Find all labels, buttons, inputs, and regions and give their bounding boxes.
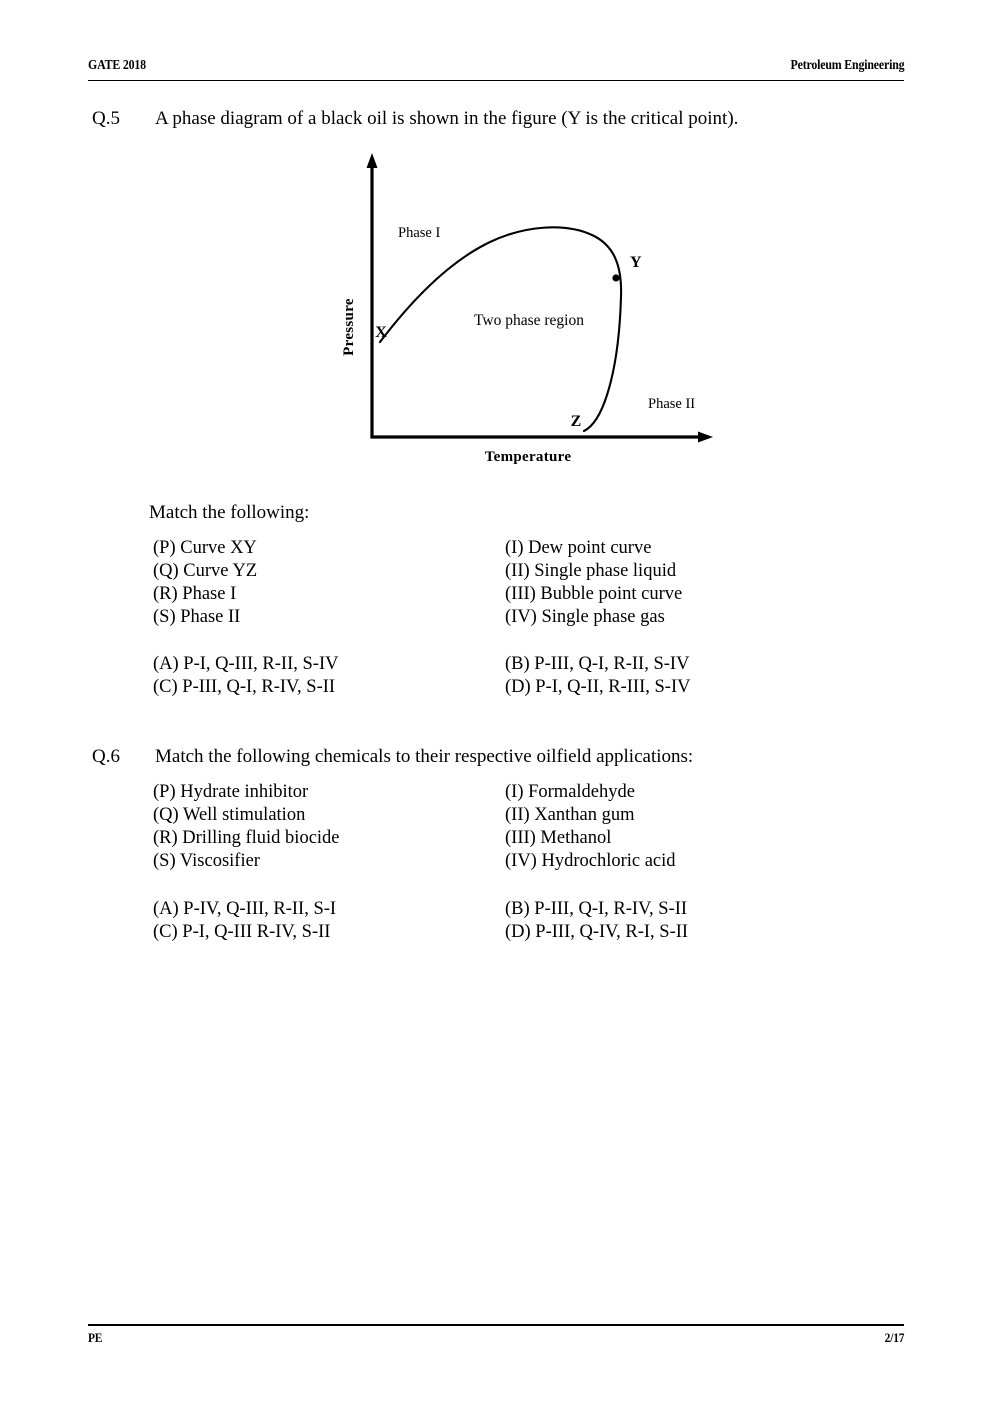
footer-page-number: 2/17 [884,1330,904,1345]
y-axis [366,153,378,437]
question-6-left-column: (P) Hydrate inhibitor (Q) Well stimulati… [153,781,340,873]
list-item: (II) Xanthan gum [505,805,635,825]
phase-one-label: Phase I [398,225,440,241]
phase-envelope-curve [378,226,623,433]
list-item: (IV) Single phase gas [505,607,665,627]
footer-divider [88,1324,904,1326]
question-5-options-right: (B) P-III, Q-I, R-II, S-IV (D) P-I, Q-II… [505,653,690,699]
header-divider [88,80,904,81]
option-a[interactable]: (A) P-IV, Q-III, R-II, S-I [153,899,337,919]
list-item: (III) Methanol [505,828,612,848]
phase-two-label: Phase II [648,396,695,412]
list-item: (Q) Curve YZ [153,561,258,581]
option-c[interactable]: (C) P-I, Q-III R-IV, S-II [153,922,331,942]
y-axis-label: Pressure [341,298,357,356]
header-subject-name: Petroleum Engineering [790,57,904,72]
question-6-heading: Q.6 Match the following chemicals to the… [92,746,693,768]
question-6-right-column: (I) Formaldehyde (II) Xanthan gum (III) … [505,781,676,873]
x-axis-label: Temperature [485,449,572,465]
question-5-number: Q.5 [92,108,120,129]
point-y-label: Y [630,254,642,271]
option-b[interactable]: (B) P-III, Q-I, R-II, S-IV [505,654,690,674]
list-item: (S) Phase II [153,607,241,627]
list-item: (P) Hydrate inhibitor [153,782,309,802]
header-exam-name: GATE 2018 [88,57,146,72]
question-5-right-column: (I) Dew point curve (II) Single phase li… [505,537,682,629]
option-d[interactable]: (D) P-III, Q-IV, R-I, S-II [505,922,689,942]
point-x-label: X [375,324,387,341]
list-item: (P) Curve XY [153,538,257,558]
list-item: (I) Formaldehyde [505,782,635,802]
list-item: (III) Bubble point curve [505,584,683,604]
question-5-match-label: Match the following: [149,502,310,523]
list-item: (I) Dew point curve [505,538,652,558]
point-z-label: Z [571,413,582,430]
question-5-left-column: (P) Curve XY (Q) Curve YZ (R) Phase I (S… [153,537,257,629]
page-header: GATE 2018 Petroleum Engineering [88,57,904,81]
question-6-options-right: (B) P-III, Q-I, R-IV, S-II (D) P-III, Q-… [505,898,688,944]
question-6-text: Match the following chemicals to their r… [155,746,694,767]
footer-paper-code: PE [88,1330,103,1345]
phase-diagram-figure: Pressure Temperature Phase I Two phase r… [330,145,730,485]
question-5-heading: Q.5 A phase diagram of a black oil is sh… [92,108,738,130]
two-phase-region-label: Two phase region [474,312,584,329]
list-item: (S) Viscosifier [153,851,260,871]
critical-point-marker [612,274,620,282]
list-item: (R) Phase I [153,584,237,604]
x-axis [370,431,713,443]
option-b[interactable]: (B) P-III, Q-I, R-IV, S-II [505,899,688,919]
list-item: (Q) Well stimulation [153,805,306,825]
list-item: (R) Drilling fluid biocide [153,828,340,848]
list-item: (IV) Hydrochloric acid [505,851,676,871]
list-item: (II) Single phase liquid [505,561,677,581]
option-d[interactable]: (D) P-I, Q-II, R-III, S-IV [505,677,691,697]
option-c[interactable]: (C) P-III, Q-I, R-IV, S-II [153,677,336,697]
page-footer: PE 2/17 [88,1330,904,1346]
question-6-options-left: (A) P-IV, Q-III, R-II, S-I (C) P-I, Q-II… [153,898,336,944]
question-6-number: Q.6 [92,746,120,767]
option-a[interactable]: (A) P-I, Q-III, R-II, S-IV [153,654,339,674]
question-5-options-left: (A) P-I, Q-III, R-II, S-IV (C) P-III, Q-… [153,653,338,699]
question-5-text: A phase diagram of a black oil is shown … [155,108,739,129]
